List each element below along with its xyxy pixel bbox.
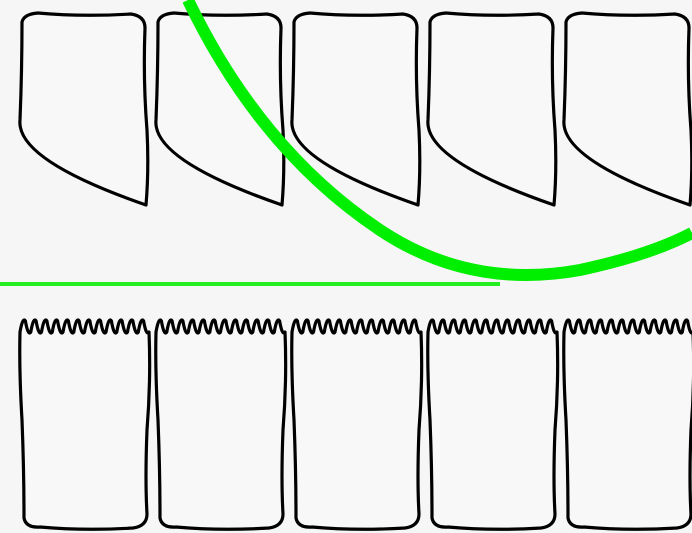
bottom-cell-5 xyxy=(562,318,692,531)
top-cell-5 xyxy=(562,11,692,207)
bottom-cell-1 xyxy=(18,318,152,531)
green-highlight-arc xyxy=(182,0,692,281)
top-cell-4 xyxy=(426,11,558,207)
bottom-cell-2 xyxy=(154,318,288,531)
top-cell-row xyxy=(18,11,692,207)
top-cell-1 xyxy=(18,11,150,207)
bottom-cell-4 xyxy=(426,318,560,531)
top-cell-3 xyxy=(290,11,422,207)
bottom-cell-row xyxy=(18,318,692,531)
bottom-cell-3 xyxy=(290,318,424,531)
